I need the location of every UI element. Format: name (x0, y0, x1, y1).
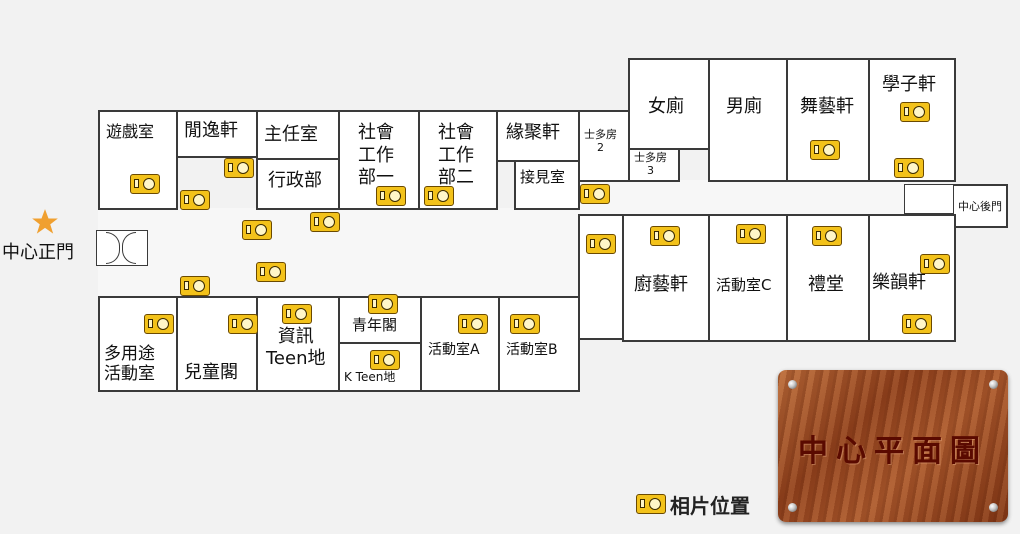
camera-icon (636, 494, 666, 514)
camera-icon[interactable] (256, 262, 286, 282)
label-director-office: 主任室 (264, 124, 318, 145)
label-activity-a: 活動室A (428, 342, 480, 358)
camera-icon[interactable] (180, 190, 210, 210)
camera-icon[interactable] (180, 276, 210, 296)
camera-icon[interactable] (458, 314, 488, 334)
label-female-toilet: 女廁 (648, 96, 684, 117)
camera-icon[interactable] (282, 304, 312, 324)
nail-icon (989, 503, 998, 512)
star-icon (32, 209, 58, 234)
camera-icon[interactable] (920, 254, 950, 274)
nail-icon (989, 380, 998, 389)
room-gathering-room[interactable] (496, 110, 580, 162)
label-k-teen: K Teen地 (344, 370, 396, 384)
map-title: 中心平面圖 (798, 434, 988, 469)
entrance-door-frame[interactable] (96, 230, 148, 266)
label-leisure-room: 閒逸軒 (184, 120, 238, 141)
room-reception-room[interactable] (514, 160, 580, 210)
camera-icon[interactable] (580, 184, 610, 204)
label-hall: 禮堂 (808, 274, 844, 295)
camera-icon[interactable] (510, 314, 540, 334)
label-multi-room-3: 士多房 3 (634, 151, 667, 178)
camera-icon[interactable] (650, 226, 680, 246)
camera-icon[interactable] (424, 186, 454, 206)
label-multi-room-2: 士多房 2 (584, 128, 617, 155)
label-gathering-room: 緣聚軒 (506, 122, 560, 143)
label-admin-office: 行政部 (268, 170, 322, 191)
room-male-toilet[interactable] (708, 58, 788, 182)
east-corridor (578, 180, 908, 216)
camera-icon[interactable] (812, 226, 842, 246)
room-multipurpose-room[interactable] (98, 296, 178, 392)
camera-icon[interactable] (900, 102, 930, 122)
label-music-room: 樂韻軒 (872, 272, 926, 293)
rear-door-frame (904, 184, 954, 214)
legend-label: 相片位置 (670, 494, 750, 518)
label-social-work-1: 社會 工作 部一 (358, 122, 394, 188)
room-activity-b[interactable] (498, 296, 580, 392)
label-activity-b: 活動室B (506, 342, 558, 358)
camera-icon[interactable] (228, 314, 258, 334)
main-corridor (98, 208, 624, 296)
label-male-toilet: 男廁 (726, 96, 762, 117)
entrance-label: 中心正門 (2, 242, 74, 263)
camera-icon[interactable] (368, 294, 398, 314)
room-multi-room-2[interactable] (578, 110, 630, 182)
label-dance-room: 舞藝軒 (800, 96, 854, 117)
room-activity-a[interactable] (420, 296, 500, 392)
label-multipurpose-room: 多用途 活動室 (104, 344, 155, 385)
camera-icon[interactable] (376, 186, 406, 206)
camera-icon[interactable] (130, 174, 160, 194)
label-reception-room: 接見室 (520, 168, 566, 186)
camera-icon[interactable] (224, 158, 254, 178)
camera-icon[interactable] (736, 224, 766, 244)
label-social-work-2: 社會 工作 部二 (438, 122, 474, 188)
map-title-plaque: 中心平面圖 (778, 370, 1008, 522)
label-study-room: 學子軒 (882, 74, 936, 95)
room-leisure-room[interactable] (176, 110, 258, 158)
label-kitchen-room: 廚藝軒 (634, 274, 688, 295)
camera-icon[interactable] (894, 158, 924, 178)
nail-icon (788, 380, 797, 389)
room-kitchen-room[interactable] (622, 214, 710, 342)
room-social-work-1[interactable] (338, 110, 420, 210)
camera-icon[interactable] (242, 220, 272, 240)
camera-icon[interactable] (310, 212, 340, 232)
camera-icon[interactable] (370, 350, 400, 370)
camera-icon[interactable] (144, 314, 174, 334)
nail-icon (788, 503, 797, 512)
label-rear-exit: 中心後門 (958, 200, 1002, 213)
room-east-block (578, 214, 624, 340)
label-game-room: 遊戲室 (106, 122, 155, 141)
camera-icon[interactable] (586, 234, 616, 254)
label-it-teen: 資訊 Teen地 (266, 326, 326, 369)
label-youth-room: 青年閣 (352, 316, 398, 334)
room-dance-room[interactable] (786, 58, 870, 182)
label-children-room: 兒童閣 (184, 362, 238, 383)
camera-icon[interactable] (810, 140, 840, 160)
label-activity-c: 活動室C (716, 276, 772, 294)
camera-icon[interactable] (902, 314, 932, 334)
